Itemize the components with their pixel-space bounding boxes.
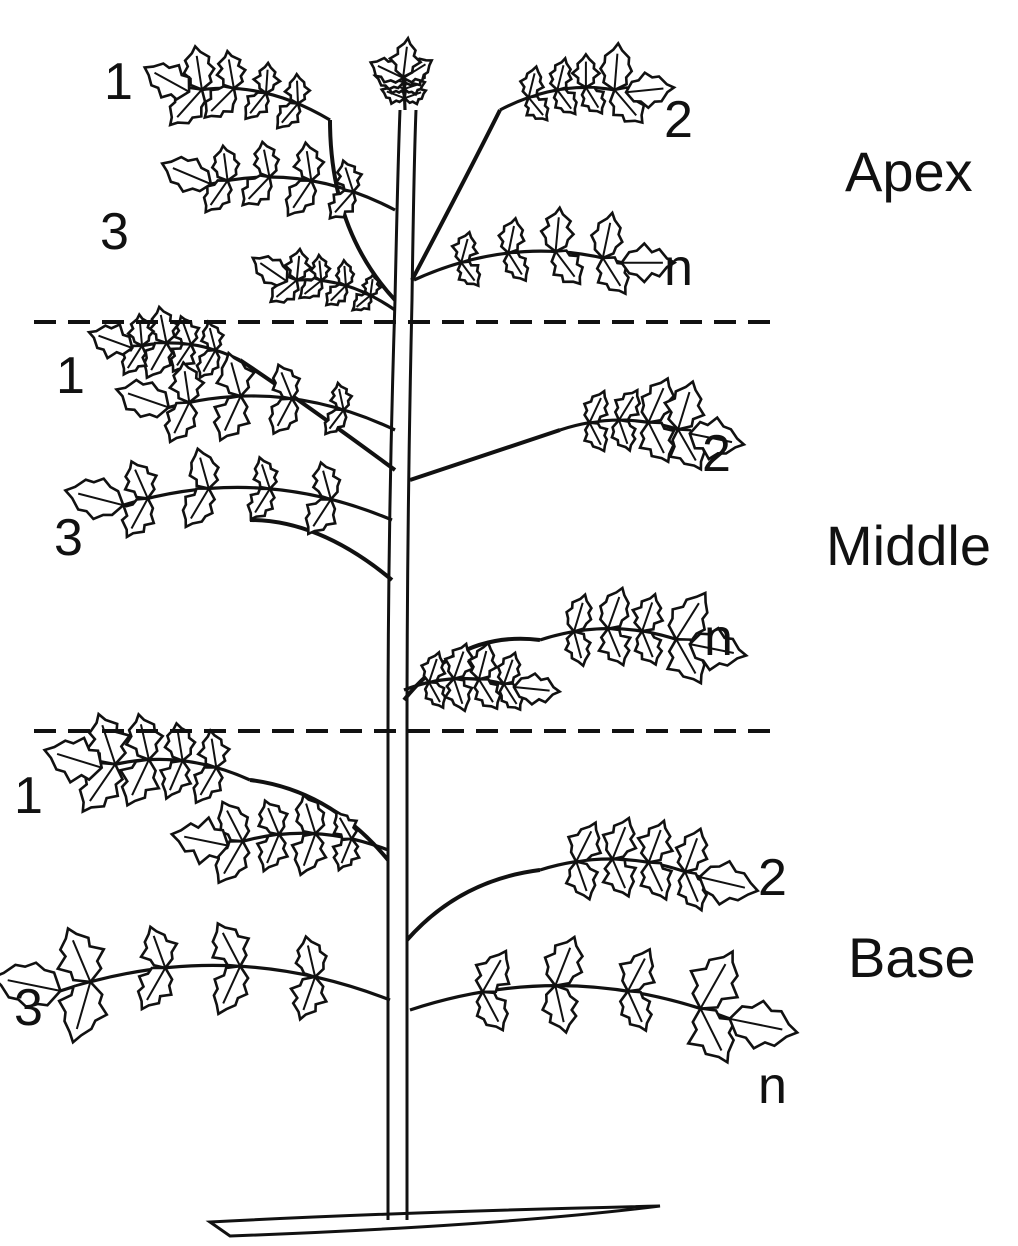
leaflet [183,489,215,527]
compound-leaf-14 [540,818,758,910]
apex-zone-label: Apex [845,144,973,200]
middle-branch-right [410,430,560,480]
base-leaf-3-label: 3 [14,982,43,1034]
compound-leaf-2 [500,43,674,122]
leaflet [292,834,326,875]
apex-leaf-1-label: 1 [104,56,133,108]
leaflet [58,929,104,982]
middle-branch-left [240,360,395,470]
leaflet [257,834,287,871]
apex-leaf-2-label: 2 [664,94,693,146]
leaflet [59,982,107,1042]
compound-leaf-12 [45,714,250,812]
leaflet [89,324,132,358]
compound-leaf-11 [404,643,560,711]
base-leaf-1-label: 1 [14,770,43,822]
leaflet [141,927,177,968]
leaflet [144,343,172,378]
compound-leaf-9 [65,449,392,537]
main-stem-left-edge [388,110,400,1220]
leaflet [603,818,636,859]
leaflet [214,396,249,440]
leaflet-midrib [297,81,298,104]
ground-line [210,1206,660,1236]
leaflet [194,767,223,802]
compound-leaf-3 [162,142,395,218]
leaflet [213,924,249,967]
base-branch-right [407,870,540,940]
leaflet [638,821,672,863]
middle-leaf-n-label: n [704,612,733,664]
apex-leaf-n-label: n [664,242,693,294]
compound-leaf-13 [172,795,388,883]
leaflet [603,859,635,896]
compound-leaf-1 [371,38,432,110]
leaflet [214,966,248,1014]
middle-zone-label: Middle [826,518,991,574]
leaflet [599,629,630,666]
leaflet [640,422,674,461]
apex-leaf-3-label: 3 [100,206,129,258]
leaflet [334,812,357,839]
base-zone-label: Base [848,930,976,986]
middle-leaf-3-label: 3 [54,512,83,564]
leaflet [688,1009,735,1063]
middle-leaf-2-label: 2 [702,428,731,480]
leaflet [691,952,738,1009]
compound-leaf-5 [253,249,395,310]
leaflet [161,761,191,799]
leaflet [569,823,601,862]
compound-leaf-6 [89,307,240,378]
leaflet [138,968,172,1009]
compound-leaf-0 [145,46,330,128]
compound-leaf-4 [414,208,675,294]
base-leaf-2-label: 2 [758,852,787,904]
leaflet [620,949,654,991]
leaflet [121,760,159,806]
ground-mound [210,1206,660,1236]
compound-leaf-16 [410,937,797,1062]
leaflet [676,829,707,872]
compound-leaf-15 [0,924,390,1043]
leaflet [476,951,509,992]
middle-leaf-1-label: 1 [56,350,85,402]
leaflet [145,64,189,100]
leaflet [125,462,156,499]
base-leaf-n-label: n [758,1060,787,1112]
